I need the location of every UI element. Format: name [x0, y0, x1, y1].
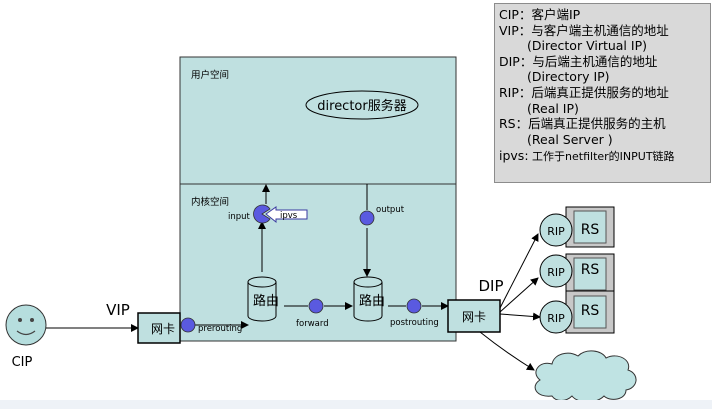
legend-ipvs-key: ipvs: [499, 148, 529, 164]
rip-2-circle [539, 254, 573, 288]
legend-dip-en: (Directory IP) [527, 69, 610, 85]
forward-hook-dot [308, 298, 324, 314]
client-smiley-icon [5, 304, 47, 346]
legend-box: CIP：客户端IP VIP：与客户端主机通信的地址 (Director Virt… [494, 3, 711, 183]
nic-to-rip-1-arrow [499, 233, 539, 309]
user-space-region [179, 56, 457, 185]
rip-1-label: RIP [547, 225, 565, 238]
output-hook-dot [359, 210, 375, 226]
legend-vip: VIP：与客户端主机通信的地址 [499, 22, 669, 38]
legend-ipvs-desc: 工作于netfilter的INPUT链路 [532, 150, 675, 164]
dip-label: DIP [478, 277, 503, 295]
output-label: output [376, 205, 405, 215]
postrouting-label: postrouting [390, 318, 439, 328]
rs-2-label: RS [581, 262, 600, 278]
real-server-3 [565, 290, 615, 334]
input-label: input [228, 212, 251, 222]
ipvs-label: ipvs [280, 211, 298, 221]
cip-label: CIP [12, 355, 33, 370]
director-server-oval [305, 90, 419, 120]
rip-2-label: RIP [547, 266, 565, 279]
rs-1-label: RS [581, 222, 600, 238]
nic-left-box [137, 312, 181, 344]
legend-dip: DIP：与后端主机通信的地址 [499, 53, 658, 69]
user-space-label: 用户空间 [191, 69, 229, 81]
legend-ipvs: ipvs: 工作于netfilter的INPUT链路 [499, 147, 706, 165]
kernel-space-region [179, 183, 457, 342]
vip-label: VIP [106, 301, 130, 319]
route-2-label: 路由 [359, 293, 385, 309]
legend-rs: RS：后端真正提供服务的主机 [499, 116, 666, 132]
nic-to-rip-3-arrow [499, 312, 541, 321]
rip-3-circle [539, 300, 573, 334]
route-1-label: 路由 [253, 293, 279, 309]
nic-left-label: 网卡 [151, 322, 175, 336]
director-server-label: director服务器 [317, 98, 406, 114]
network-cloud-icon [534, 350, 637, 403]
nic-right-box [447, 299, 501, 333]
ipvs-hook-arrow [265, 206, 308, 224]
legend-cip: CIP：客户端IP [499, 7, 581, 22]
real-server-1 [565, 206, 615, 248]
nic-to-rip-2-arrow [499, 277, 539, 313]
footer-strip [0, 400, 712, 409]
kernel-space-label: 内核空间 [191, 196, 229, 208]
prerouting-hook-dot [180, 317, 196, 333]
nic-right-label: 网卡 [462, 310, 486, 324]
rip-3-label: RIP [547, 312, 565, 325]
rip-1-circle [539, 213, 573, 247]
postrouting-hook-dot [406, 298, 422, 314]
prerouting-label: prerouting [198, 324, 242, 334]
legend-rs-en: (Real Server ) [527, 131, 613, 147]
rs-3-label: RS [581, 303, 600, 319]
forward-label: forward [296, 319, 329, 329]
real-server-2 [565, 253, 615, 295]
legend-rip-en: (Real IP) [527, 100, 579, 116]
nic-to-cloud-arrow [479, 331, 535, 371]
input-hook-icon [253, 204, 271, 224]
legend-rip: RIP：后端真正提供服务的地址 [499, 84, 669, 100]
route-cylinder-2 [353, 276, 383, 322]
route-cylinder-1 [247, 276, 277, 322]
legend-vip-en: (Director Virtual IP) [527, 38, 647, 54]
